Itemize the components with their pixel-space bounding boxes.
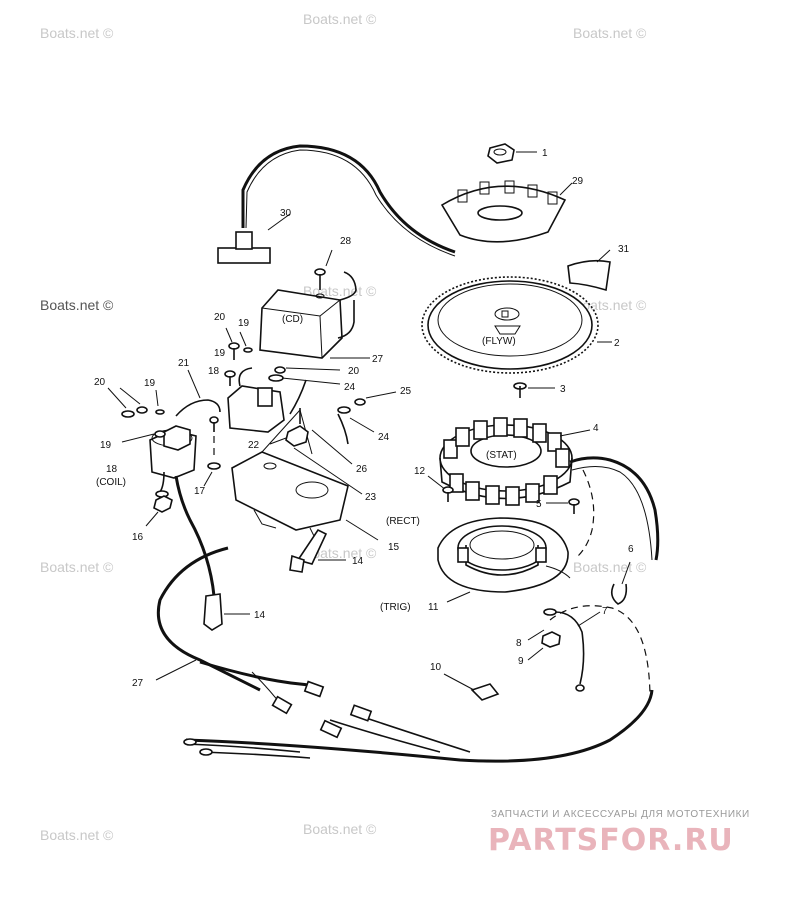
part-30-wire-plug xyxy=(217,144,456,264)
watermark-text: Boats.net © xyxy=(573,559,647,575)
part-26-screw xyxy=(299,408,353,465)
part-2-flywheel xyxy=(421,276,612,374)
callout-31: 31 xyxy=(618,244,630,255)
part-number-labels: 1 29 30 28 31 2 20 19 27 19 21 18 20 24 … xyxy=(94,148,634,689)
part-10-clamp xyxy=(443,673,500,701)
callout-23: 23 xyxy=(365,492,377,503)
part-9-nut xyxy=(527,631,561,661)
callout-10: 10 xyxy=(430,662,442,673)
callout-15: 15 xyxy=(388,542,400,553)
part-25-nut xyxy=(354,391,397,406)
brand-watermark: ЗАПЧАСТИ И АКСЕССУАРЫ ДЛЯ МОТОТЕХНИКИ PA… xyxy=(488,809,750,858)
part-11-trigger xyxy=(437,517,571,603)
part-16-nut xyxy=(145,490,173,527)
callout-29: 29 xyxy=(572,176,584,187)
callout-20-b: 20 xyxy=(348,366,360,377)
callout-27-a: 27 xyxy=(372,354,384,365)
part-1-flywheel-nut xyxy=(487,143,537,164)
part-23-lead xyxy=(293,447,363,495)
callout-18-b: 18 xyxy=(106,464,118,475)
callout-7: 7 xyxy=(602,606,608,617)
watermark-text: Boats.net © xyxy=(40,559,114,575)
callout-5: 5 xyxy=(536,499,542,510)
watermark-text: Boats.net © xyxy=(40,827,114,843)
component-labels: (CD) (FLYW) (STAT) xyxy=(282,314,517,461)
callout-19-b: 19 xyxy=(214,348,226,359)
callout-11: 11 xyxy=(428,602,439,613)
part-5-screw xyxy=(546,498,580,514)
callout-27-b: 27 xyxy=(132,678,144,689)
part-6-retaining-clip xyxy=(610,561,631,605)
callout-4: 4 xyxy=(593,423,599,434)
callout-3: 3 xyxy=(560,384,566,395)
callout-19-d: 19 xyxy=(100,440,112,451)
watermark-text: Boats.net © xyxy=(303,11,377,27)
part-7-ground-wire xyxy=(554,611,601,692)
watermark-text: Boats.net © xyxy=(573,297,647,313)
watermark-text: Boats.net © xyxy=(303,283,377,299)
part-18-ignition-coil xyxy=(149,425,223,631)
brand-logo: PARTSFOR.RU xyxy=(488,823,734,858)
stator-label: (STAT) xyxy=(486,450,517,461)
brand-tagline: ЗАПЧАСТИ И АКСЕССУАРЫ ДЛЯ МОТОТЕХНИКИ xyxy=(491,809,750,820)
callout-19-a: 19 xyxy=(238,318,250,329)
callout-21: 21 xyxy=(178,358,190,369)
callout-12: 12 xyxy=(414,466,426,477)
part-20-21-left-fasteners xyxy=(107,369,221,443)
part-12-screw xyxy=(427,475,454,502)
watermark-text: Boats.net © xyxy=(303,821,377,837)
part-4-stator xyxy=(439,417,660,561)
cd-label: (CD) xyxy=(282,314,303,325)
callout-6: 6 xyxy=(628,544,634,555)
watermarks: Boats.net © Boats.net © Boats.net © Boat… xyxy=(40,11,647,843)
callout-25: 25 xyxy=(400,386,412,397)
callout-24-a: 24 xyxy=(344,382,356,393)
part-29-flywheel-cup xyxy=(440,180,573,243)
callout-trig: (TRIG) xyxy=(380,602,411,613)
callout-28: 28 xyxy=(340,236,352,247)
part-20-washer xyxy=(274,366,341,374)
part-24-washer xyxy=(268,374,341,385)
callout-30: 30 xyxy=(280,208,292,219)
watermark-text: Boats.net © xyxy=(40,297,114,313)
part-24-washer-b xyxy=(337,406,375,445)
callout-9: 9 xyxy=(518,656,524,667)
part-14-spark-boot-upper xyxy=(289,528,346,573)
part-28-screw xyxy=(314,249,333,299)
callout-rect: (RECT) xyxy=(386,516,420,527)
watermark-text: Boats.net © xyxy=(573,25,647,41)
callout-20-c: 20 xyxy=(94,377,106,388)
part-31-decal xyxy=(567,249,611,292)
cd-module xyxy=(259,271,370,359)
callout-18-a: 18 xyxy=(208,366,220,377)
part-17-screw xyxy=(203,416,221,487)
callout-22: 22 xyxy=(248,440,260,451)
part-19-screw-group xyxy=(224,327,253,386)
callout-14-a: 14 xyxy=(352,556,364,567)
callout-coil: (COIL) xyxy=(96,477,126,488)
part-3-screw xyxy=(513,382,555,398)
part-8-washer xyxy=(527,608,557,641)
callout-16: 16 xyxy=(132,532,144,543)
callout-20-a: 20 xyxy=(214,312,226,323)
callout-2: 2 xyxy=(614,338,620,349)
callout-14-b: 14 xyxy=(254,610,266,621)
watermark-text: Boats.net © xyxy=(40,25,114,41)
flywheel-label: (FLYW) xyxy=(482,336,516,347)
callout-24-b: 24 xyxy=(378,432,390,443)
rectifier xyxy=(227,367,307,433)
watermark-text: Boats.net © xyxy=(303,545,377,561)
callout-19-c: 19 xyxy=(144,378,156,389)
callout-1: 1 xyxy=(542,148,548,159)
callout-8: 8 xyxy=(516,638,522,649)
part-22-terminal xyxy=(269,425,309,447)
part-27-main-harness xyxy=(155,546,654,763)
callout-17: 17 xyxy=(194,486,206,497)
ground-dashed-line xyxy=(549,605,651,701)
callout-26: 26 xyxy=(356,464,368,475)
